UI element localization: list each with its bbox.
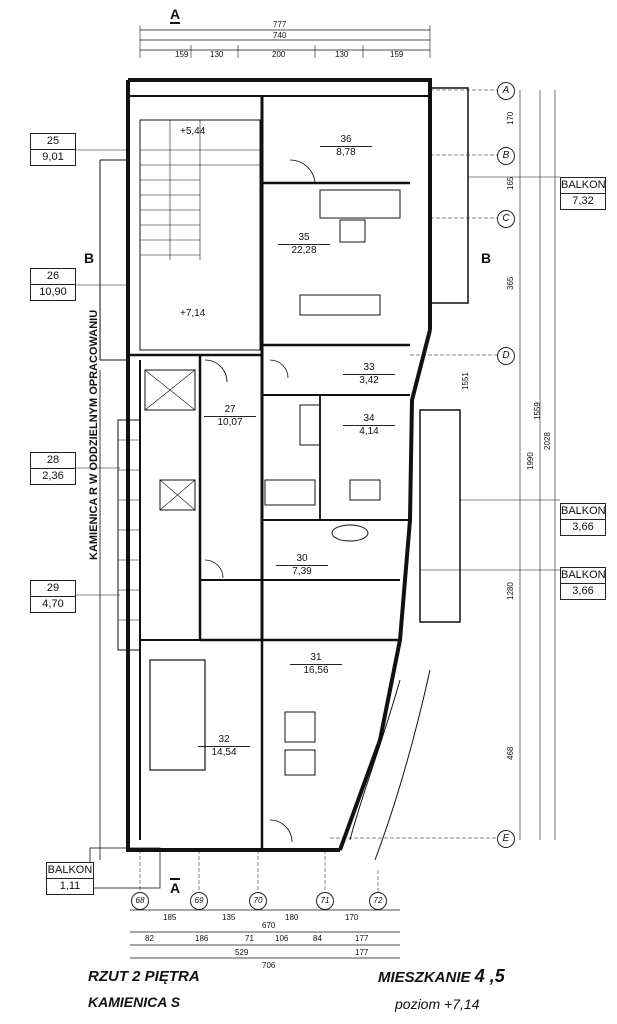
top-dim-overall: 777: [273, 20, 287, 29]
top-dim-seg-1: 159: [175, 50, 189, 59]
axis-marker-71: 71: [316, 892, 334, 910]
axis-marker-70: 70: [249, 892, 267, 910]
level-mark-top: +5,44: [180, 126, 206, 137]
top-dim-seg-5: 159: [390, 50, 404, 59]
right-dim-3: 365: [506, 276, 515, 290]
bottom-dim-r2-1: 82: [145, 934, 154, 943]
axis-marker-e: E: [497, 830, 515, 848]
section-marker-a-bottom: A: [170, 878, 181, 896]
footer-right-title-prefix: MIESZKANIE: [378, 969, 471, 986]
footer-left-subtitle: KAMIENICA S: [88, 994, 181, 1010]
axis-marker-a: A: [497, 82, 515, 100]
axis-marker-b: B: [497, 147, 515, 165]
bottom-dim-total-2: 177: [355, 948, 369, 957]
bottom-dim-r2-5: 84: [313, 934, 322, 943]
right-dim-9: 468: [506, 746, 515, 760]
right-dim-6: 2028: [543, 432, 552, 450]
bottom-dim-r2-4: 106: [275, 934, 289, 943]
axis-marker-72: 72: [369, 892, 387, 910]
section-marker-b-left: B: [84, 250, 95, 266]
right-dim-7: 1559: [533, 402, 542, 420]
axis-marker-68: 68: [131, 892, 149, 910]
right-dim-1: 170: [506, 111, 515, 125]
bottom-dim-1: 185: [163, 913, 177, 922]
top-dim-seg-4: 130: [335, 50, 349, 59]
bottom-dim-total-1: 529: [235, 948, 249, 957]
bottom-dim-r2-2: 186: [195, 934, 209, 943]
right-dim-4: 1551: [461, 372, 470, 390]
vertical-note: KAMIENICA R W ODDZIELNYM OPRACOWANIU: [88, 309, 100, 560]
top-dim-inner: 740: [273, 31, 287, 40]
axis-marker-c: C: [497, 210, 515, 228]
axis-marker-d: D: [497, 347, 515, 365]
bottom-dim-total-row1: 670: [262, 921, 276, 930]
bottom-dim-total-3: 706: [262, 961, 276, 970]
section-marker-b-right: B: [481, 250, 492, 266]
level-mark-mid: +7,14: [180, 308, 206, 319]
bottom-dim-r2-3: 71: [245, 934, 254, 943]
footer-right-subtitle: poziom +7,14: [395, 996, 480, 1012]
footer-right-title-number: 4 ,5: [474, 966, 505, 986]
right-dim-5: 1990: [526, 452, 535, 470]
axis-marker-69: 69: [190, 892, 208, 910]
right-dim-8: 1280: [506, 582, 515, 600]
bottom-dim-r2-6: 177: [355, 934, 369, 943]
top-dim-seg-3: 200: [272, 50, 286, 59]
bottom-dim-2: 135: [222, 913, 236, 922]
top-dim-seg-2: 130: [210, 50, 224, 59]
right-dim-2: 165: [506, 176, 515, 190]
section-marker-a-top: A: [170, 6, 181, 24]
bottom-dim-4: 170: [345, 913, 359, 922]
footer-right-title: MIESZKANIE 4 ,5: [378, 966, 505, 987]
bottom-dim-3: 180: [285, 913, 299, 922]
footer-left-title: RZUT 2 PIĘTRA: [88, 968, 200, 985]
